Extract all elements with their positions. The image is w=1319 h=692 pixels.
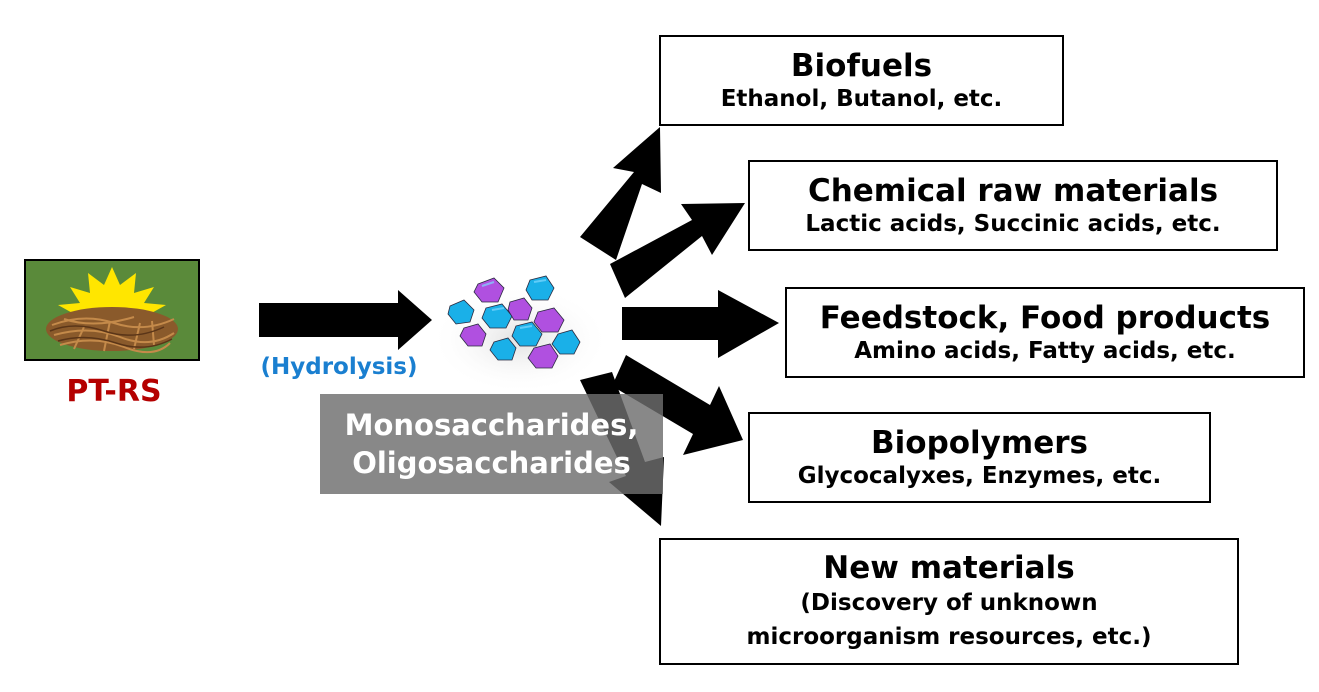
arrow-to-feedstock bbox=[622, 290, 779, 358]
product-title: Biofuels bbox=[790, 47, 933, 84]
product-box-biofuels: Biofuels Ethanol, Butanol, etc. bbox=[659, 35, 1064, 126]
intermediate-line-1: Monosaccharides, bbox=[344, 408, 639, 442]
product-subtitle: Amino acids, Fatty acids, etc. bbox=[854, 337, 1236, 364]
rice-straw-bale-icon bbox=[24, 259, 200, 361]
arrow-to-biopolymers bbox=[612, 355, 743, 455]
product-box-biopolymers: Biopolymers Glycocalyxes, Enzymes, etc. bbox=[748, 412, 1211, 503]
product-box-new-materials: New materials (Discovery of unknown micr… bbox=[659, 538, 1239, 665]
sugar-molecules-icon bbox=[430, 275, 610, 389]
arrow-to-biofuels bbox=[580, 127, 661, 260]
product-subtitle-line-1: (Discovery of unknown bbox=[800, 589, 1098, 616]
product-subtitle-line-2: microorganism resources, etc.) bbox=[746, 623, 1152, 650]
product-box-feedstock-food-products: Feedstock, Food products Amino acids, Fa… bbox=[785, 287, 1305, 378]
product-title: Feedstock, Food products bbox=[819, 299, 1271, 336]
intermediate-label-box: Monosaccharides, Oligosaccharides bbox=[320, 394, 663, 494]
hydrolysis-label: (Hydrolysis) bbox=[260, 354, 418, 380]
hydrolysis-arrow bbox=[259, 290, 432, 350]
product-title: Biopolymers bbox=[871, 424, 1088, 461]
product-title: New materials bbox=[823, 549, 1075, 586]
product-subtitle: Glycocalyxes, Enzymes, etc. bbox=[797, 462, 1162, 489]
product-box-chemical-raw-materials: Chemical raw materials Lactic acids, Suc… bbox=[748, 160, 1278, 251]
arrow-to-chemical bbox=[610, 203, 745, 298]
product-subtitle: Ethanol, Butanol, etc. bbox=[720, 85, 1003, 112]
source-label: PT-RS bbox=[66, 374, 162, 409]
product-title: Chemical raw materials bbox=[807, 172, 1219, 209]
intermediate-line-2: Oligosaccharides bbox=[352, 446, 631, 480]
product-subtitle: Lactic acids, Succinic acids, etc. bbox=[805, 210, 1221, 237]
